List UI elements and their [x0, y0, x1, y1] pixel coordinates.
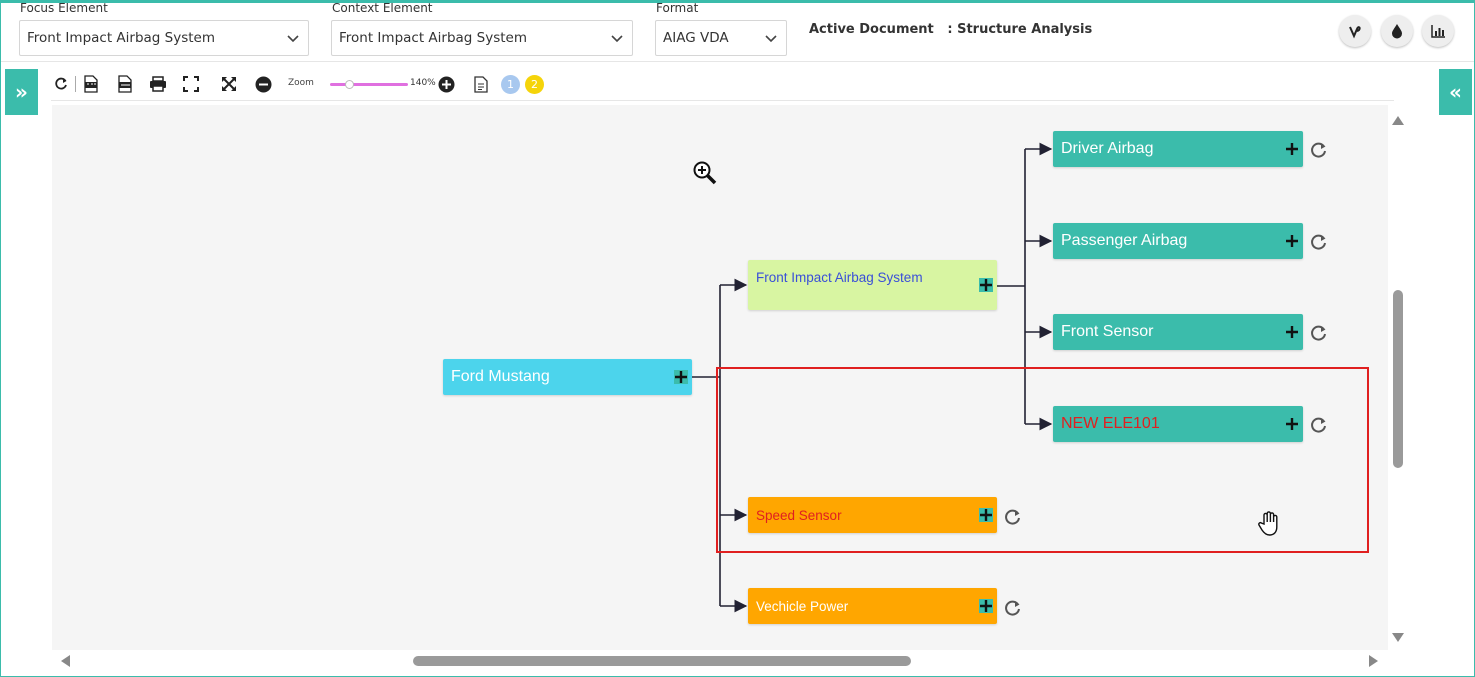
page-badge-1[interactable]: 1	[501, 75, 520, 94]
plus-icon[interactable]	[1285, 234, 1299, 248]
print-button[interactable]	[148, 74, 168, 94]
vertical-scrollbar-thumb[interactable]	[1393, 290, 1403, 468]
plus-icon[interactable]	[979, 278, 993, 292]
tree-node-root[interactable]: Ford Mustang	[443, 359, 692, 395]
scroll-left-arrow[interactable]	[61, 655, 70, 667]
zoom-label: Zoom	[288, 78, 314, 88]
scroll-down-arrow[interactable]	[1392, 633, 1404, 642]
refresh-icon	[55, 77, 67, 90]
format-value: AIAG VDA	[663, 30, 729, 46]
refresh-icon[interactable]	[1310, 416, 1328, 434]
chevron-down-icon	[765, 35, 777, 43]
node-label: Driver Airbag	[1061, 140, 1154, 157]
bar-chart-icon	[1431, 25, 1445, 38]
scroll-up-arrow[interactable]	[1392, 116, 1404, 125]
plus-icon[interactable]	[1285, 417, 1299, 431]
focus-element-select[interactable]: Front Impact Airbag System	[19, 20, 309, 56]
zoom-in-button[interactable]	[436, 74, 456, 94]
tree-links	[692, 142, 1053, 613]
bar-chart-button[interactable]	[1422, 15, 1454, 47]
format-select[interactable]: AIAG VDA	[655, 20, 787, 56]
node-label: NEW ELE101	[1061, 415, 1160, 432]
active-document-value: : Structure Analysis	[947, 22, 1093, 37]
tree-node-speed-sensor[interactable]: Speed Sensor	[748, 497, 997, 533]
structure-tree-canvas[interactable]: Ford Mustang Front Impact Airbag System …	[52, 105, 1388, 650]
fit-screen-icon	[183, 76, 199, 92]
drop-button[interactable]	[1381, 15, 1413, 47]
document-icon	[474, 75, 488, 93]
horizontal-scrollbar-thumb[interactable]	[413, 656, 911, 666]
document-button[interactable]	[471, 74, 491, 94]
refresh-icon[interactable]	[1004, 508, 1022, 526]
node-label: Vechicle Power	[756, 598, 849, 614]
toolbar-separator	[75, 76, 76, 92]
expand-button[interactable]	[219, 74, 239, 94]
plus-icon[interactable]	[1285, 325, 1299, 339]
drop-icon	[1392, 24, 1402, 39]
collapse-right-panel-button[interactable]: «	[1439, 69, 1472, 115]
export-svg-icon	[84, 75, 98, 93]
plus-icon[interactable]	[674, 370, 688, 384]
chevron-down-icon	[611, 35, 623, 43]
focus-element-label: Focus Element	[20, 1, 108, 15]
vine-icon	[1349, 26, 1361, 39]
tree-node-system[interactable]: Front Impact Airbag System	[748, 260, 997, 310]
vine-button[interactable]	[1339, 15, 1371, 47]
format-label: Format	[656, 1, 699, 15]
plus-icon[interactable]	[979, 599, 993, 613]
context-element-select[interactable]: Front Impact Airbag System	[331, 20, 633, 56]
context-element-label: Context Element	[332, 1, 433, 15]
plus-icon[interactable]	[979, 508, 993, 522]
active-document: Active Document : Structure Analysis	[809, 22, 1092, 37]
refresh-icon[interactable]	[1310, 141, 1328, 159]
tree-node-front-sensor[interactable]: Front Sensor	[1053, 314, 1303, 350]
tree-node-driver-airbag[interactable]: Driver Airbag	[1053, 131, 1303, 167]
toolbar-divider	[51, 100, 1394, 101]
expand-icon	[222, 77, 236, 91]
scroll-right-arrow[interactable]	[1369, 655, 1378, 667]
header-divider	[1, 61, 1474, 62]
node-label: Passenger Airbag	[1061, 232, 1188, 249]
zoom-slider-handle[interactable]	[345, 80, 354, 89]
tree-node-passenger-airbag[interactable]: Passenger Airbag	[1053, 223, 1303, 259]
node-label: Speed Sensor	[756, 507, 842, 523]
refresh-icon[interactable]	[1310, 233, 1328, 251]
chevron-down-icon	[287, 35, 299, 43]
node-label: Ford Mustang	[451, 368, 550, 385]
active-document-label: Active Document	[809, 22, 934, 37]
tree-node-new-element[interactable]: NEW ELE101	[1053, 406, 1303, 442]
zoom-in-icon	[438, 76, 454, 92]
zoom-slider[interactable]	[330, 83, 408, 86]
focus-element-value: Front Impact Airbag System	[27, 30, 215, 46]
refresh-icon[interactable]	[1004, 599, 1022, 617]
zoom-value: 140%	[410, 78, 436, 88]
zoom-out-icon	[255, 76, 271, 92]
node-label: Front Sensor	[1061, 323, 1154, 340]
refresh-icon[interactable]	[1310, 324, 1328, 342]
export-png-button[interactable]	[115, 74, 135, 94]
expand-left-panel-button[interactable]: »	[5, 69, 38, 115]
export-png-icon	[118, 75, 132, 93]
node-label: Front Impact Airbag System	[756, 270, 923, 285]
fit-screen-button[interactable]	[181, 74, 201, 94]
refresh-button[interactable]	[51, 74, 71, 94]
plus-icon[interactable]	[1285, 142, 1299, 156]
zoom-out-button[interactable]	[253, 74, 273, 94]
print-icon	[150, 76, 166, 92]
export-svg-button[interactable]	[81, 74, 101, 94]
highlight-annotation	[716, 367, 1369, 553]
tree-node-vehicle-power[interactable]: Vechicle Power	[748, 588, 997, 624]
context-element-value: Front Impact Airbag System	[339, 30, 527, 46]
hand-cursor-icon	[1258, 511, 1278, 536]
zoom-cursor-icon	[693, 161, 717, 185]
page-badge-2[interactable]: 2	[525, 75, 544, 94]
